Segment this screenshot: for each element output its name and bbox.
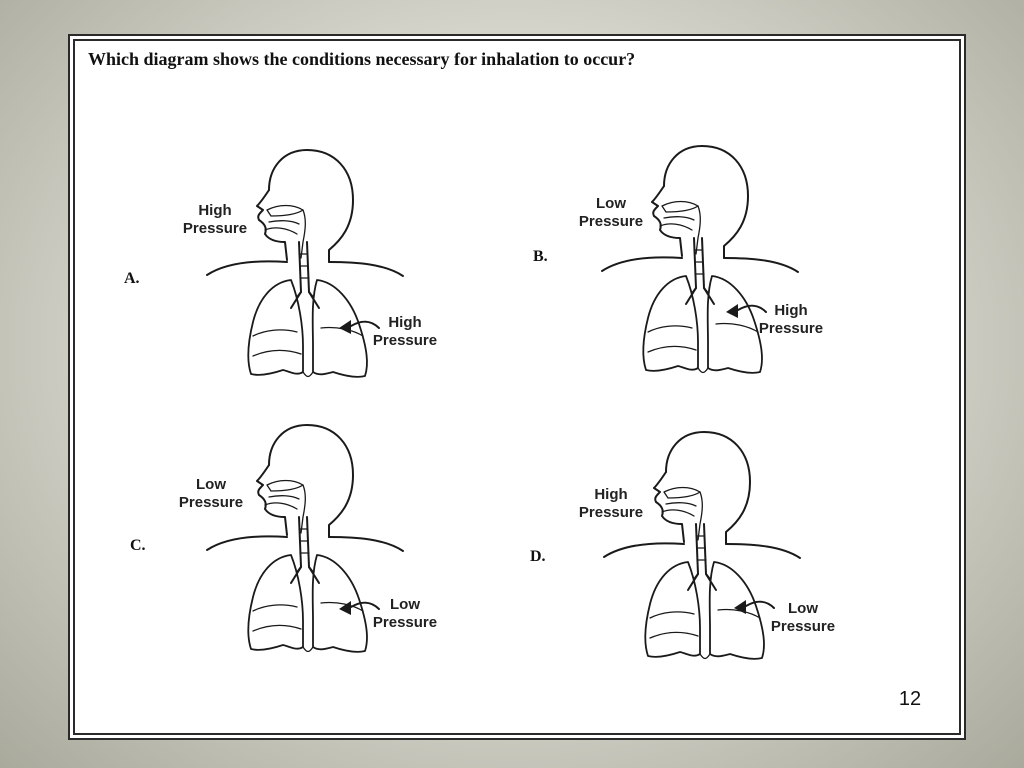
option-c-letter: C.: [130, 537, 146, 554]
option-b-letter: B.: [533, 248, 548, 265]
option-d-letter: D.: [530, 548, 546, 565]
option-c-mouth-label: Low Pressure: [178, 476, 244, 511]
option-b-mouth-label: Low Pressure: [578, 195, 644, 230]
option-a-mouth-label: High Pressure: [182, 202, 248, 237]
figure-b: [601, 145, 799, 374]
question-text: Which diagram shows the conditions neces…: [88, 49, 636, 69]
option-d-lung-label: Low Pressure: [770, 600, 836, 635]
option-d-mouth-label: High Pressure: [578, 486, 644, 521]
option-a-letter: A.: [124, 270, 140, 287]
option-a-lung-label: High Pressure: [372, 314, 438, 349]
slide-frame: [68, 34, 966, 740]
option-b-lung-label: High Pressure: [758, 302, 824, 337]
option-c-lung-label: Low Pressure: [372, 596, 438, 631]
page-number: 12: [898, 688, 922, 710]
